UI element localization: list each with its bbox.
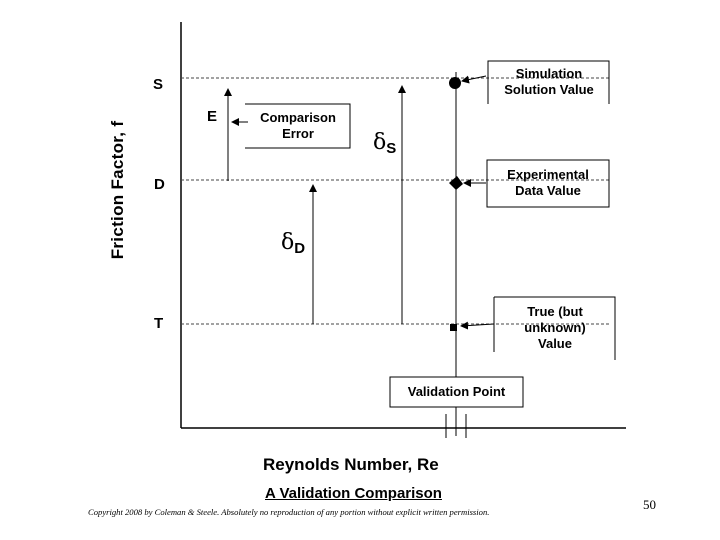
experimental-point-marker	[449, 176, 463, 190]
validation-point-box-border	[389, 376, 524, 408]
validation-point-label: Validation Point	[407, 384, 506, 399]
true-value-pointer	[460, 321, 495, 330]
slide-title: A Validation Comparison	[265, 485, 442, 502]
true-value-line-1: True (but	[527, 304, 583, 319]
copyright-notice: Copyright 2008 by Coleman & Steele. Abso…	[88, 507, 490, 517]
simulation-point-marker	[449, 77, 461, 89]
x-axis-label: Reynolds Number, Re	[263, 455, 439, 474]
y-axis-label-text: Friction Factor, f	[108, 120, 127, 260]
delta-d-symbol: δ	[281, 230, 295, 255]
comparison-error-line-1: Comparison	[260, 110, 336, 125]
simulation-pointer	[461, 75, 487, 84]
page-number: 50	[643, 497, 656, 512]
true-value-line-2: unknown)	[524, 320, 586, 335]
delta-d-subscript: D	[294, 240, 306, 257]
delta-s-label: δS	[373, 130, 396, 157]
level-e-label: E	[207, 108, 218, 125]
level-d-label: D	[154, 176, 165, 193]
true-value-label: True (but unknown) Value	[500, 304, 610, 352]
true-value-box-border	[493, 296, 616, 360]
comparison-error-line-2: Error	[282, 126, 314, 141]
true-value-marker	[450, 324, 457, 331]
delta-s-subscript: S	[386, 140, 397, 157]
experimental-line-2: Data Value	[515, 183, 581, 198]
experimental-data-label: Experimental Data Value	[490, 167, 606, 199]
simulation-line-2: Solution Value	[504, 82, 594, 97]
delta-s-symbol: δ	[373, 130, 387, 155]
comparison-error-label: Comparison Error	[248, 110, 348, 142]
level-t-label: T	[154, 315, 164, 332]
comparison-error-box-border	[245, 103, 351, 149]
experimental-box-border	[486, 159, 610, 208]
simulation-solution-label: Simulation Solution Value	[491, 66, 607, 98]
experimental-line-1: Experimental	[507, 167, 589, 182]
simulation-box-border	[487, 60, 610, 104]
true-value-line-3: Value	[538, 336, 572, 351]
level-s-label: S	[153, 76, 164, 93]
delta-d-label: δD	[281, 230, 305, 257]
simulation-line-1: Simulation	[515, 66, 583, 81]
